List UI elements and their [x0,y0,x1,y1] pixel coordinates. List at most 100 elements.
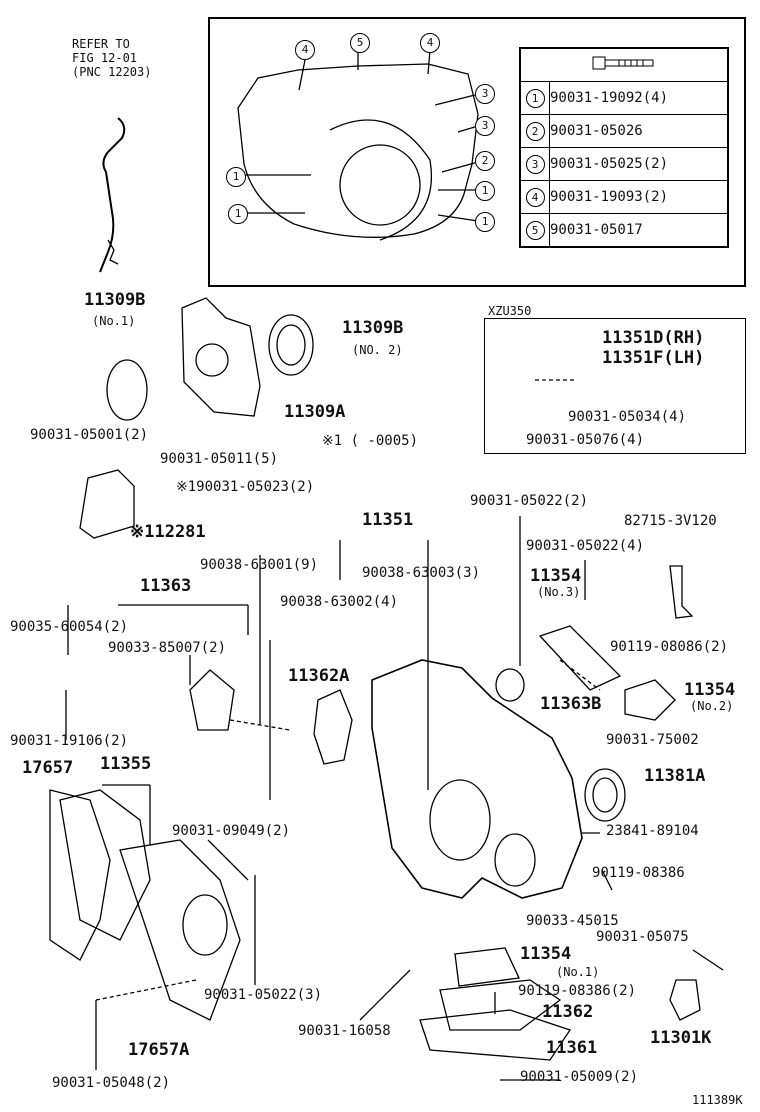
part-89104[interactable]: 23841-89104 [606,823,699,839]
part-11301k[interactable]: 11301K [650,1028,712,1048]
inset-callout: 4 [420,33,440,53]
bolt-05011[interactable]: 90031-05011(5) [160,451,279,467]
plate-17657a [119,839,241,1021]
inset-leaders [245,48,479,222]
part-11363b[interactable]: 11363B [540,694,602,714]
inset-callout: 3 [475,84,495,104]
part-11309b-no1-sub: (No.1) [92,314,136,328]
bolt-05076[interactable]: 90031-05076(4) [526,432,645,448]
seal-11309b-no2 [268,314,314,376]
row-part: 90031-05025(2) [549,147,729,181]
plug-11363b [495,668,525,702]
bolt-09049[interactable]: 90031-09049(2) [172,823,291,839]
table-row [519,47,729,82]
part-11351[interactable]: 11351 [362,510,414,530]
part-08386[interactable]: 90119-08386 [592,865,685,881]
part-85007[interactable]: 90033-85007(2) [108,640,227,656]
part-08386-2[interactable]: 90119-08386(2) [518,983,637,999]
stud-63003[interactable]: 90038-63003(3) [362,565,481,581]
part-11381a[interactable]: 11381A [644,766,706,786]
bolt-05075[interactable]: 90031-05075 [596,929,689,945]
xzu-title: XZU350 [488,304,532,318]
part-11362[interactable]: 11362 [542,1002,594,1022]
inset-callout: 1 [226,167,246,187]
row-part: 90031-05017 [549,213,729,248]
seal-11381a [584,768,626,822]
bolt-05022-4[interactable]: 90031-05022(4) [526,538,645,554]
gasket-11355 [59,789,151,941]
part-11354-no3-sub: (No.3) [537,585,581,599]
part-11309b-no1[interactable]: 11309B [84,290,146,310]
part-11354-no2-sub: (No.2) [690,699,734,713]
part-45015[interactable]: 90033-45015 [526,913,619,929]
stud-63001[interactable]: 90038-63001(9) [200,557,319,573]
bolt-05022-2[interactable]: 90031-05022(2) [470,493,589,509]
cover-11354-no2 [624,679,676,721]
stud-63002[interactable]: 90038-63002(4) [280,594,399,610]
row-number: 4 [525,187,545,207]
part-11362a[interactable]: 11362A [288,666,350,686]
row-number: 5 [525,220,545,240]
bracket-82715 [669,565,694,619]
bolt-05048[interactable]: 90031-05048(2) [52,1075,171,1091]
bolt-icon-cell [519,47,729,82]
inset-callout: 3 [475,116,495,136]
diagram-code: 111389K [692,1093,743,1107]
timing-case-11351 [371,659,583,899]
part-82715[interactable]: 82715-3V120 [624,513,717,529]
bolt-05034[interactable]: 90031-05034(4) [568,409,687,425]
bolt-05009[interactable]: 90031-05009(2) [520,1069,639,1085]
gasket-17657 [49,789,111,961]
part-11354-no3[interactable]: 11354 [530,566,582,586]
part-17657[interactable]: 17657 [22,758,74,778]
sensor-11301k [669,979,701,1021]
part-11309a[interactable]: 11309A [284,402,346,422]
stud-16058[interactable]: 90031-16058 [298,1023,391,1039]
part-60054[interactable]: 90035-60054(2) [10,619,129,635]
bolt-05001[interactable]: 90031-05001(2) [30,427,149,443]
dipstick-guide [99,117,126,273]
part-11351f[interactable]: 11351F(LH) [602,348,705,368]
bolt-inset-box [208,17,746,287]
refer-line3: (PNC 12203) [72,65,152,79]
part-11309b-no2-sub: (NO. 2) [352,343,403,357]
bolt-75002[interactable]: 90031-75002 [606,732,699,748]
plate-11362a [313,689,353,765]
bolt-05023[interactable]: ※190031-05023(2) [176,479,315,495]
housing-rim [329,119,432,241]
bolt-19106[interactable]: 90031-19106(2) [10,733,129,749]
row-number: 2 [525,121,545,141]
part-08086[interactable]: 90119-08086(2) [610,639,729,655]
row-part: 90031-19092(4) [549,81,729,115]
part-11351d[interactable]: 11351D(RH) [602,328,705,348]
part-11309b-no2[interactable]: 11309B [342,318,404,338]
plate-11362 [439,979,562,1031]
part-12281[interactable]: ※112281 [130,522,206,542]
part-11354-no1-sub: (No.1) [556,965,600,979]
housing-bore [339,144,421,226]
leader-lines [65,516,724,1081]
part-17657a[interactable]: 17657A [128,1040,190,1060]
cover-11354-no1 [454,947,520,987]
flywheel-housing-plate [237,63,479,238]
bolt-icon [592,56,654,70]
bracket-11363 [189,669,235,731]
inset-callout: 1 [475,212,495,232]
row-number: 1 [525,88,545,108]
inset-callout: 5 [350,33,370,53]
seal-11309b-no1 [106,359,148,421]
part-11361[interactable]: 11361 [546,1038,598,1058]
row-part: 90031-05026 [549,114,729,148]
part-11354-no2[interactable]: 11354 [684,680,736,700]
inset-callout: 4 [295,40,315,60]
part-11363[interactable]: 11363 [140,576,192,596]
part-11354-no1[interactable]: 11354 [520,944,572,964]
part-11355[interactable]: 11355 [100,754,152,774]
bolt-05022-3[interactable]: 90031-05022(3) [204,987,323,1003]
